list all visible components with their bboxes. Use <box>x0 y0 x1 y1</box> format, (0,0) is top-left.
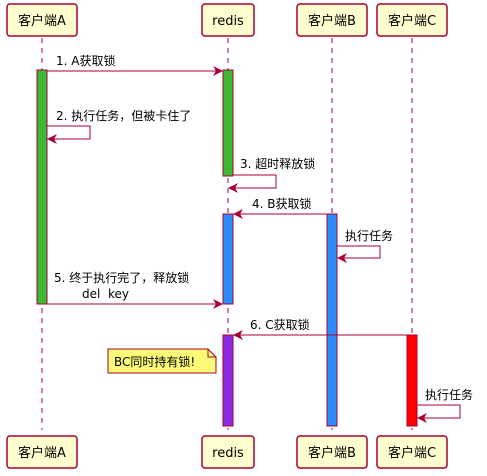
participant-label: 客户端A <box>18 445 66 461</box>
participant-client-a-bottom: 客户端A <box>6 435 78 469</box>
message-label: 执行任务 <box>425 387 473 402</box>
participant-label: redis <box>212 446 244 461</box>
message-1: 1. A获取锁 <box>47 53 223 76</box>
participant-label: 客户端C <box>388 445 436 461</box>
message-arrow <box>337 245 381 263</box>
participant-label: 客户端B <box>308 445 356 461</box>
participant-label: 客户端A <box>18 13 66 29</box>
message-2: 2. 执行任务，但被卡住了 <box>47 108 191 144</box>
participant-redis-top: redis <box>201 3 255 37</box>
message-5: 5. 终于执行完了，释放锁 del key <box>47 270 223 309</box>
activation-client-a <box>36 69 48 305</box>
message-label: 3. 超时释放锁 <box>240 156 315 171</box>
message-arrow <box>417 404 461 423</box>
activation-client-c <box>406 334 418 427</box>
message-3: 3. 超时释放锁 <box>228 156 315 193</box>
participant-client-c-bottom: 客户端C <box>376 435 448 469</box>
message-6: 6. C获取锁 <box>233 317 407 340</box>
message-b-self: 执行任务 <box>337 228 393 263</box>
participant-redis-bottom: redis <box>201 435 255 469</box>
message-label: 2. 执行任务，但被卡住了 <box>56 108 191 123</box>
message-arrow <box>47 125 91 144</box>
participant-label: 客户端B <box>308 13 356 29</box>
participant-client-a-top: 客户端A <box>6 3 78 37</box>
message-arrow <box>228 174 277 193</box>
message-label: 4. B获取锁 <box>252 196 312 211</box>
participant-client-c-top: 客户端C <box>376 3 448 37</box>
participant-client-b-top: 客户端B <box>296 3 368 37</box>
participant-label: redis <box>212 14 244 29</box>
message-label-line2: del key <box>82 287 129 301</box>
participant-label: 客户端C <box>388 13 436 29</box>
message-label: 1. A获取锁 <box>56 53 115 68</box>
activation-redis-2 <box>222 213 234 305</box>
message-label: 6. C获取锁 <box>250 317 310 332</box>
participant-client-b-bottom: 客户端B <box>296 435 368 469</box>
activation-redis-1 <box>222 69 234 177</box>
message-4: 4. B获取锁 <box>233 196 327 219</box>
message-label: 执行任务 <box>345 228 393 243</box>
note-text: BC同时持有锁! <box>114 354 195 369</box>
message-label-line1: 5. 终于执行完了，释放锁 <box>54 270 189 285</box>
message-c-self: 执行任务 <box>417 387 473 423</box>
activation-redis-3 <box>222 334 234 427</box>
activation-client-b <box>326 213 338 427</box>
note: BC同时持有锁! <box>107 348 217 374</box>
